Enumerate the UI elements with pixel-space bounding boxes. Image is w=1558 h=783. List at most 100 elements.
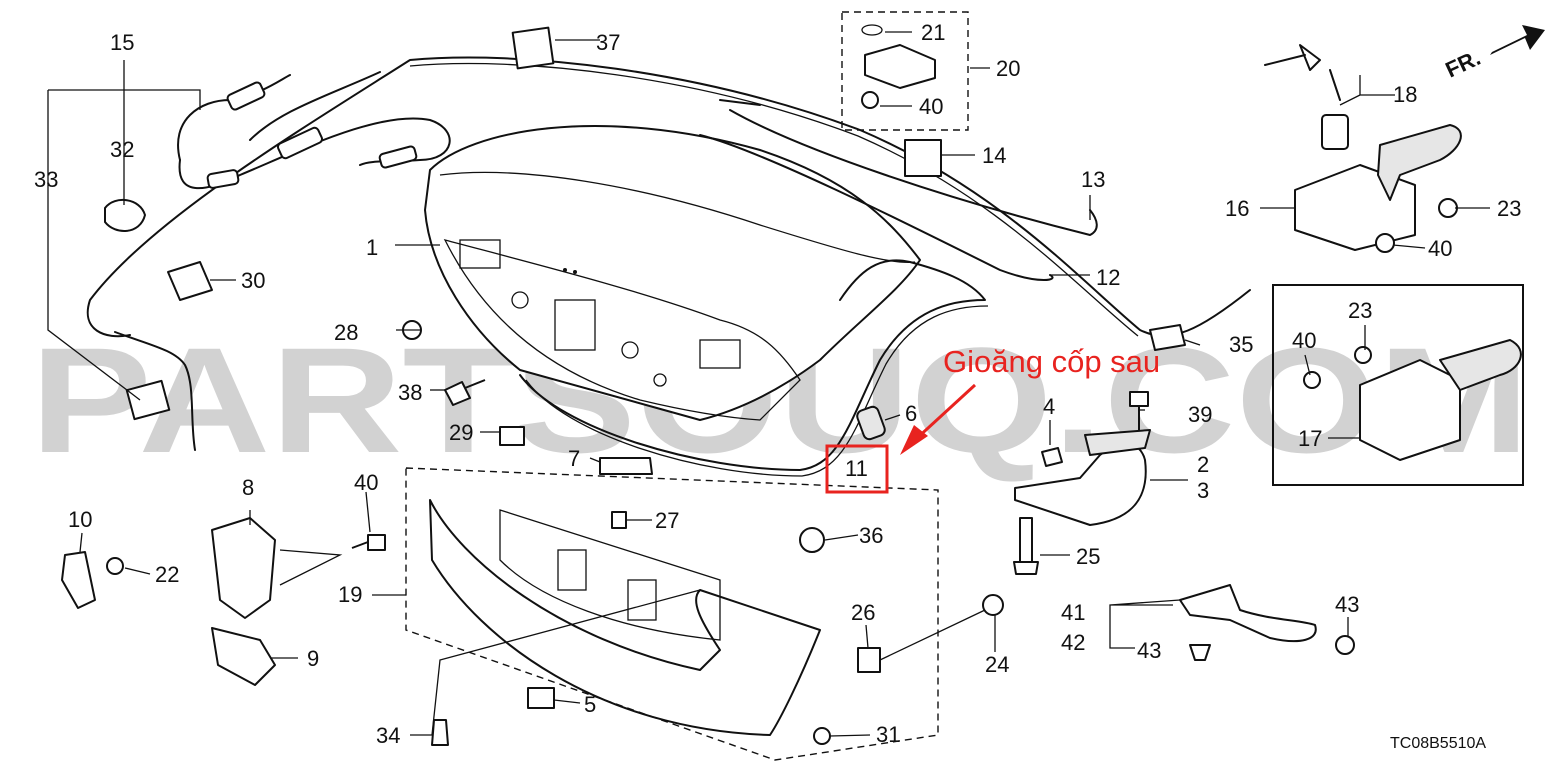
inset-box-20 bbox=[841, 11, 969, 131]
part-label: 6 bbox=[905, 401, 917, 426]
latch-handle-17 bbox=[1439, 339, 1522, 391]
part-label: 41 bbox=[1061, 600, 1085, 625]
part-label: 26 bbox=[851, 600, 875, 625]
lock-barrel-18 bbox=[1321, 114, 1349, 150]
bracket-20 bbox=[864, 44, 936, 89]
front-direction-marker: FR. bbox=[1442, 25, 1545, 83]
weatherstrip-11 bbox=[519, 259, 986, 471]
bracket-9 bbox=[211, 627, 276, 686]
washer-21 bbox=[861, 24, 883, 36]
bracket-8 bbox=[211, 517, 276, 619]
part-label: 25 bbox=[1076, 544, 1100, 569]
latch-17 bbox=[1359, 359, 1461, 461]
part-label: 19 bbox=[338, 582, 362, 607]
lid-dot-a bbox=[563, 268, 567, 272]
part-label: 32 bbox=[110, 137, 134, 162]
part-label: 8 bbox=[242, 475, 254, 500]
key-18 bbox=[1264, 44, 1341, 101]
annotation-arrow bbox=[900, 383, 977, 455]
clip-31 bbox=[813, 727, 831, 745]
part-label: 17 bbox=[1298, 426, 1322, 451]
annotation-label: Gioăng cốp sau bbox=[943, 344, 1160, 379]
highlight-box-11 bbox=[825, 444, 889, 494]
part-label: 23 bbox=[1497, 196, 1521, 221]
bolt-38 bbox=[444, 379, 486, 406]
part-label: 14 bbox=[982, 143, 1006, 168]
bracket-10 bbox=[61, 551, 96, 609]
trunk-lid-inner-frame bbox=[443, 239, 801, 421]
clip-30 bbox=[167, 261, 213, 301]
weatherstrip-11-inner bbox=[525, 305, 989, 477]
nut-26 bbox=[857, 647, 881, 673]
lid-opening-a bbox=[459, 239, 501, 269]
direction-label: FR. bbox=[1442, 45, 1485, 83]
bolt-23b bbox=[1354, 346, 1372, 364]
bolt-40a bbox=[351, 534, 386, 551]
cable-connector-a bbox=[226, 81, 266, 111]
lid-hole-a bbox=[511, 291, 529, 309]
bolt-40d bbox=[1303, 371, 1321, 389]
garnish-group-boundary bbox=[405, 467, 939, 761]
part-label: 28 bbox=[334, 320, 358, 345]
clip-36 bbox=[799, 527, 825, 553]
part-label: 42 bbox=[1061, 630, 1085, 655]
handle-41-42 bbox=[1179, 584, 1317, 643]
part-label: 15 bbox=[110, 30, 134, 55]
part-label: 31 bbox=[876, 722, 900, 747]
part-label: 27 bbox=[655, 508, 679, 533]
grommet-29 bbox=[499, 426, 525, 446]
lid-opening-c bbox=[554, 299, 596, 351]
part-label: 2 bbox=[1197, 452, 1209, 477]
callout-lines bbox=[47, 31, 1490, 737]
part-label: 29 bbox=[449, 420, 473, 445]
part-label: 40 bbox=[919, 94, 943, 119]
part-label: 1 bbox=[366, 235, 378, 260]
part-label: 13 bbox=[1081, 167, 1105, 192]
clip-14 bbox=[904, 139, 942, 177]
part-label: 23 bbox=[1348, 298, 1372, 323]
rod-12 bbox=[699, 134, 1054, 281]
part-label: 5 bbox=[584, 692, 596, 717]
bolt-40c bbox=[1375, 233, 1395, 253]
inset-box-17 bbox=[1272, 284, 1524, 486]
diagram-code: TC08B5510A bbox=[1390, 735, 1486, 752]
bolt-40b bbox=[861, 91, 879, 109]
part-label: 39 bbox=[1188, 402, 1212, 427]
garnish-slot-a bbox=[557, 549, 587, 591]
part-label: 16 bbox=[1225, 196, 1249, 221]
part-label: 40 bbox=[354, 470, 378, 495]
trunk-lid-outer bbox=[424, 125, 921, 421]
hinge-bracket bbox=[1084, 429, 1151, 456]
bolt-34 bbox=[431, 719, 449, 746]
lid-opening-b bbox=[699, 339, 741, 369]
screw-43b bbox=[1335, 635, 1355, 655]
part-label: 21 bbox=[921, 20, 945, 45]
bolt-23a bbox=[1438, 198, 1458, 218]
part-label: 40 bbox=[1428, 236, 1452, 261]
part-label: 10 bbox=[68, 507, 92, 532]
part-label: 18 bbox=[1393, 82, 1417, 107]
bolt-22 bbox=[106, 557, 124, 575]
part-label: 11 bbox=[845, 456, 868, 481]
pad-37 bbox=[511, 26, 555, 70]
part-label: 24 bbox=[985, 652, 1009, 677]
cable-connector-d bbox=[378, 145, 418, 169]
cable-bracket-33 bbox=[125, 379, 171, 421]
clip-7 bbox=[599, 457, 653, 475]
trunk-garnish-19 bbox=[429, 499, 821, 736]
cushion-6 bbox=[856, 405, 886, 441]
part-label: 20 bbox=[996, 56, 1020, 81]
clip-27 bbox=[611, 511, 627, 529]
part-label: 34 bbox=[376, 723, 400, 748]
screw-43a bbox=[1189, 644, 1211, 661]
garnish-inner bbox=[499, 509, 721, 641]
arrow-head-icon bbox=[900, 425, 928, 455]
part-label: 30 bbox=[241, 268, 265, 293]
part-number-labels: 1 2 3 4 5 6 7 8 9 10 11 12 13 14 15 16 1… bbox=[34, 20, 1521, 748]
rod-13 bbox=[719, 99, 1098, 236]
cable-15-c bbox=[249, 71, 381, 141]
part-label: 4 bbox=[1043, 394, 1055, 419]
garnish-slot-b bbox=[627, 579, 657, 621]
cable-connector-c bbox=[206, 169, 240, 189]
